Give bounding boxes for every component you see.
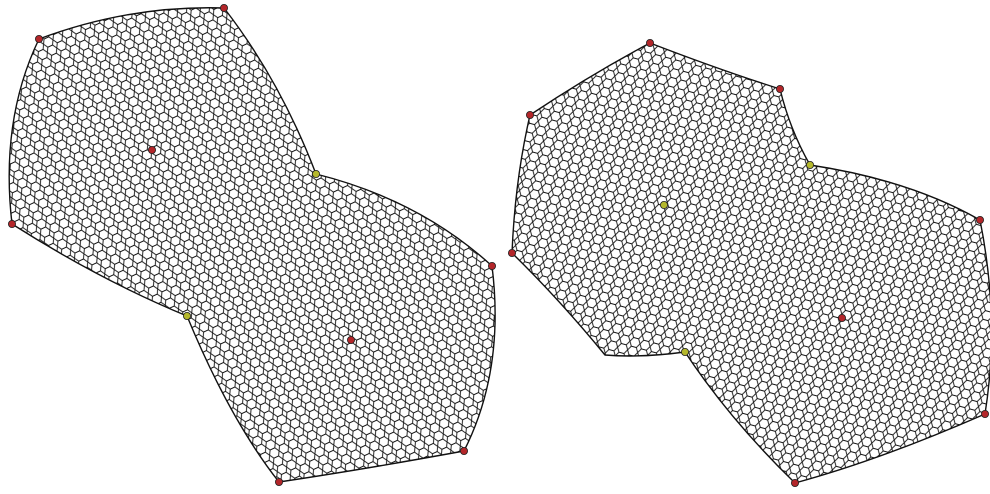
left-mesh-pentagon-defect-2 (8, 220, 15, 227)
right-mesh-pentagon-defect-0 (646, 39, 653, 46)
right-mesh-heptagon-defect-9 (681, 348, 688, 355)
right-mesh-pentagon-defect-6 (981, 410, 988, 417)
extra-defect-1 (660, 201, 667, 208)
left-mesh-pentagon-defect-4 (488, 262, 495, 269)
extra-defect-0 (275, 478, 282, 485)
left-mesh-pentagon-defect-3 (148, 146, 155, 153)
right-mesh-heptagon-defect-8 (806, 161, 813, 168)
left-mesh-body (9, 8, 495, 482)
left-mesh-heptagon-defect-8 (183, 312, 190, 319)
right-mesh-pentagon-defect-3 (508, 249, 515, 256)
left-mesh-heptagon-defect-7 (312, 170, 319, 177)
right-mesh-pentagon-defect-4 (976, 216, 983, 223)
right-mesh-pentagon-defect-7 (791, 479, 798, 486)
right-mesh-body (512, 43, 990, 483)
right-mesh-pentagon-defect-5 (838, 314, 845, 321)
right-mesh-pentagon-defect-1 (776, 85, 783, 92)
left-mesh-pentagon-defect-5 (347, 336, 354, 343)
left-mesh-pentagon-defect-6 (460, 447, 467, 454)
left-mesh-panel (9, 8, 495, 482)
left-mesh-pentagon-defect-0 (35, 35, 42, 42)
left-mesh-pentagon-defect-1 (220, 4, 227, 11)
right-mesh-pentagon-defect-2 (526, 111, 533, 118)
right-mesh-panel (512, 43, 990, 483)
